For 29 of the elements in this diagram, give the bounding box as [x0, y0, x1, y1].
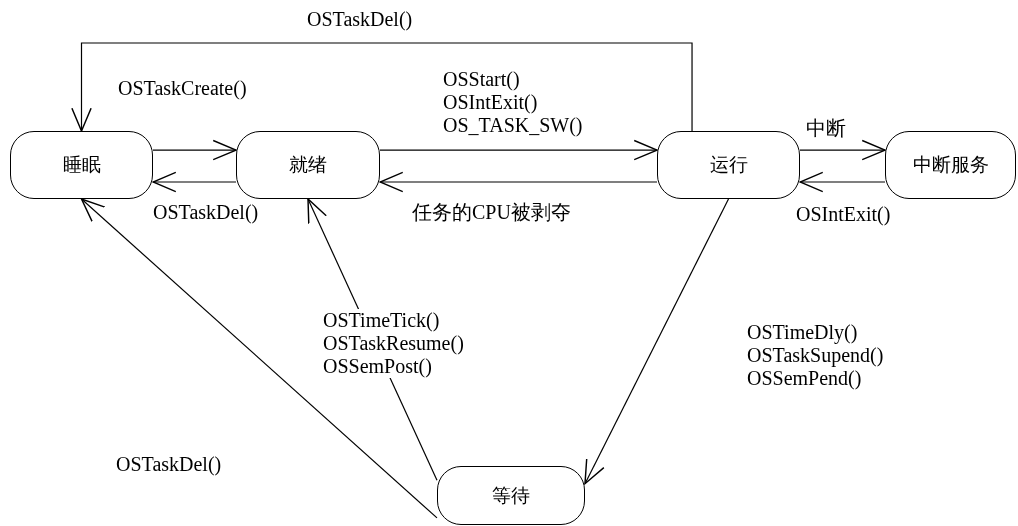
arrow: [799, 139, 886, 161]
state-label: 就绪: [289, 152, 327, 177]
edge-label: OSTaskDel(): [116, 453, 222, 476]
state-box: [657, 131, 800, 199]
arrow: [71, 42, 693, 132]
state-label: 睡眠: [62, 152, 101, 177]
arrow: [80, 198, 438, 519]
edge-label: 任务的CPU被剥夺: [412, 201, 571, 224]
arrow: [799, 171, 886, 193]
edge-label: 中断: [806, 117, 846, 140]
state-label: 中断服务: [912, 152, 989, 177]
state-box: [885, 131, 1016, 199]
arrow: [379, 171, 658, 193]
state-box: [437, 466, 585, 525]
edge-label: OSTaskDel(): [153, 201, 259, 224]
edge-label: OSTimeTick() OSTaskResume() OSSemPost(): [323, 309, 464, 378]
edge-label: OSIntExit(): [796, 203, 891, 226]
arrow: [152, 139, 237, 161]
arrow: [584, 198, 730, 485]
state-label: 运行: [709, 152, 748, 177]
arrow: [152, 171, 237, 193]
edge-label: OSTimeDly() OSTaskSupend() OSSemPend(): [747, 321, 884, 390]
arrow: [379, 139, 658, 161]
state-label: 等待: [492, 482, 530, 508]
state-box: [10, 131, 153, 199]
edge-label: OSStart() OSIntExit() OS_TASK_SW(): [443, 68, 583, 137]
state-box: [236, 131, 380, 199]
edge-label: OSTaskDel(): [307, 8, 413, 31]
edge-label: OSTaskCreate(): [118, 77, 247, 100]
